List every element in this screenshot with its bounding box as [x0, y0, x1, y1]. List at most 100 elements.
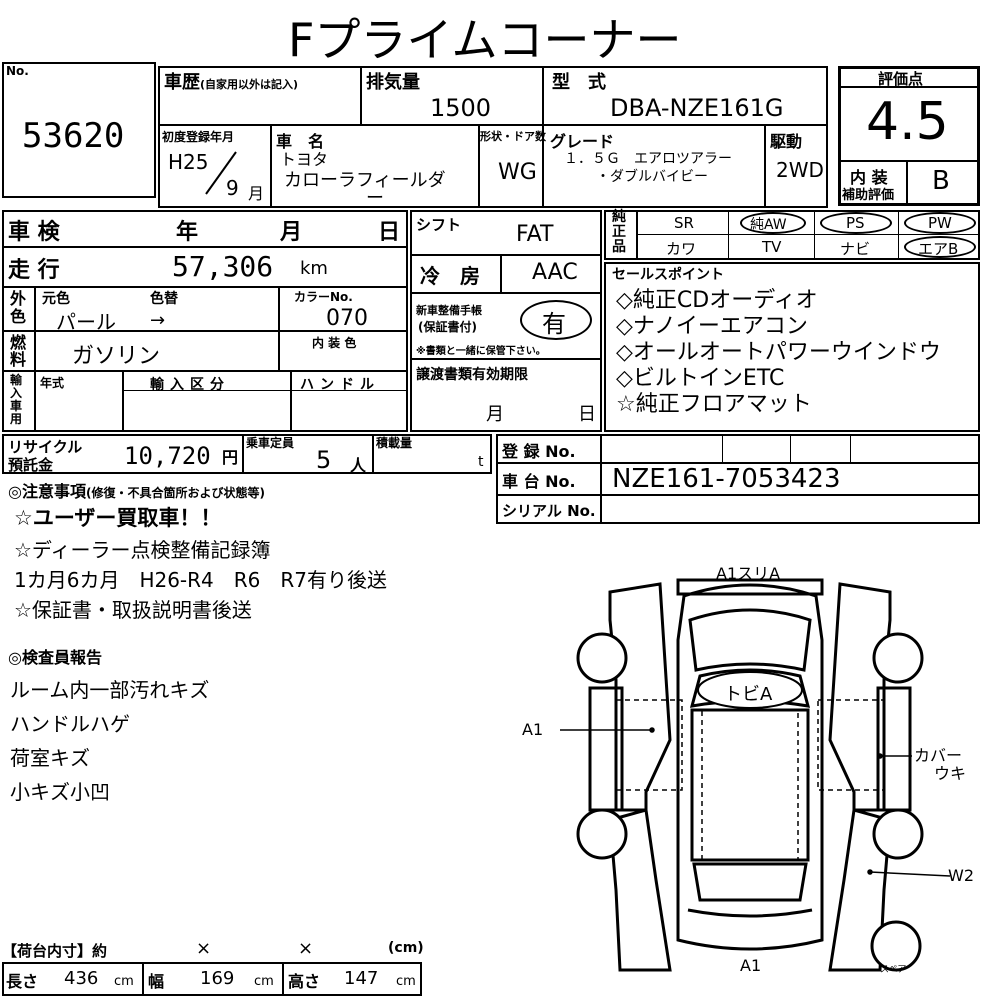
equip-pw-circle — [904, 212, 976, 234]
equip-ps-circle — [820, 212, 892, 234]
height-cm: cm — [396, 974, 416, 989]
recycle-value: 10,720 — [124, 442, 211, 470]
equipment-box — [604, 210, 980, 260]
stock-number: 53620 — [22, 116, 125, 156]
left-info-box — [2, 210, 408, 432]
top-info-box — [158, 66, 828, 208]
new-car-circle — [520, 300, 592, 340]
center-info-box — [410, 210, 602, 432]
date-slash — [205, 151, 237, 195]
color-arrow: → — [150, 310, 166, 331]
rating-label: 評価点 — [878, 70, 924, 88]
color-no-value: 070 — [326, 306, 368, 331]
inspector-note: ルーム内一部汚れキズ — [10, 678, 210, 702]
color-change-label: 色替 — [150, 291, 178, 307]
cargo-label: 【荷台内寸】約 — [2, 942, 108, 960]
height-value: 147 — [344, 968, 379, 989]
first-reg-year: H25 — [168, 150, 209, 174]
history-label: 車歴(自家用以外は記入) — [164, 72, 299, 93]
car-name-2: ー — [366, 188, 384, 209]
capacity-unit: 人 — [350, 456, 367, 475]
model-label: 型 式 — [552, 72, 606, 93]
new-car-note: ※書類と一緒に保管下さい。 — [416, 346, 546, 357]
page-title: Fプライムコーナー — [288, 13, 682, 67]
displacement-label: 排気量 — [366, 72, 420, 93]
month-unit: 月 — [248, 184, 265, 203]
shaken-year-unit: 年 — [176, 220, 199, 245]
sales-label: セールスポイント — [612, 267, 724, 283]
ac-label: 冷 房 — [420, 264, 480, 288]
ac-value: AAC — [532, 260, 578, 285]
equip-ps: PS — [846, 214, 865, 232]
sales-point: ◇ナノイーエアコン — [616, 314, 808, 339]
length-cm: cm — [114, 974, 134, 989]
transfer-day: 日 — [578, 404, 596, 425]
shaken-day-unit: 日 — [378, 220, 401, 245]
recycle-box — [2, 434, 492, 474]
yen-unit: 円 — [222, 448, 239, 467]
mileage-value: 57,306 — [172, 250, 274, 283]
interior-label-2: 補助評価 — [842, 188, 895, 203]
mileage-unit: km — [300, 258, 328, 279]
diagram-a1-bottom: A1 — [740, 956, 762, 975]
equip-airbag: エアB — [918, 240, 959, 258]
color-no-label: カラーNo. — [294, 290, 353, 304]
chassis-value: NZE161-7053423 — [612, 464, 841, 494]
sales-point: ◇ビルトインETC — [616, 366, 785, 391]
import-class-label: 輸入区分 — [150, 377, 230, 393]
color-side-label: 外色 — [10, 289, 27, 326]
fuel-value: ガソリン — [72, 344, 161, 369]
fuel-label: 燃料 — [10, 333, 27, 369]
equip-navi: ナビ — [840, 240, 871, 258]
registration-box — [496, 434, 980, 524]
diagram-spare: スペア — [880, 965, 907, 975]
capacity-label: 乗車定員 — [246, 436, 295, 450]
load-label: 積載量 — [376, 436, 413, 450]
body-value: WG — [498, 160, 537, 185]
serial-label: シリアル No. — [502, 502, 596, 520]
equip-junaw-circle — [740, 212, 806, 234]
capacity-value: 5 — [316, 446, 332, 474]
new-car-label-2: (保証書付) — [418, 320, 477, 334]
interior-value: B — [932, 166, 950, 196]
shift-value: FAT — [516, 222, 554, 247]
junsei-label: 純正品 — [612, 209, 626, 255]
grade-line1: １．５Ｇ エアロツアラー — [564, 151, 732, 167]
diagram-cover-2: ウキ — [934, 764, 967, 783]
diagram-tobi-a: トビA — [724, 684, 773, 705]
maker: トヨタ — [280, 150, 329, 169]
rating-box — [838, 66, 980, 206]
first-reg-label: 初度登録年月 — [162, 130, 235, 144]
car-damage-diagram — [560, 578, 951, 972]
mileage-label: 走 行 — [8, 258, 60, 283]
width-value: 169 — [200, 968, 235, 989]
drive-value: 2WD — [776, 158, 824, 182]
shift-label: シフト — [416, 216, 462, 234]
import-label: 輸入車用 — [10, 373, 23, 426]
car-name-label: 車 名 — [276, 132, 325, 151]
equip-airbag-circle — [904, 236, 976, 258]
cargo-dims-box — [2, 962, 422, 996]
car-name: カローラフィールダ — [284, 170, 446, 191]
no-box — [2, 62, 156, 198]
equip-pw: PW — [928, 214, 952, 232]
cargo-cm: (cm) — [388, 940, 424, 956]
sales-point: ◇純正CDオーディオ — [616, 288, 818, 313]
inspector-note: 荷室キズ — [10, 746, 90, 770]
inspector-note: 小キズ小凹 — [10, 780, 110, 804]
body-label: 形状・ドア数 — [480, 130, 546, 143]
nenshiki-label: 年式 — [40, 376, 65, 390]
first-reg-month: 9 — [226, 176, 239, 200]
shaken-label: 車 検 — [8, 220, 60, 245]
recycle-label-2: 預託金 — [8, 456, 54, 474]
orig-color-value: パール — [56, 310, 116, 334]
inspector-note: ハンドルハゲ — [10, 712, 130, 736]
orig-color-label: 元色 — [42, 291, 70, 307]
shaken-month-unit: 月 — [280, 220, 303, 245]
grade-line2: ・ダブルバイビー — [596, 169, 708, 185]
height-label: 高さ — [288, 972, 321, 991]
note-line: 1カ月6カ月 H26-R4 R6 R7有り後送 — [14, 568, 388, 592]
grade-label: グレード — [550, 132, 615, 151]
length-value: 436 — [64, 968, 99, 989]
load-unit: t — [478, 454, 484, 470]
